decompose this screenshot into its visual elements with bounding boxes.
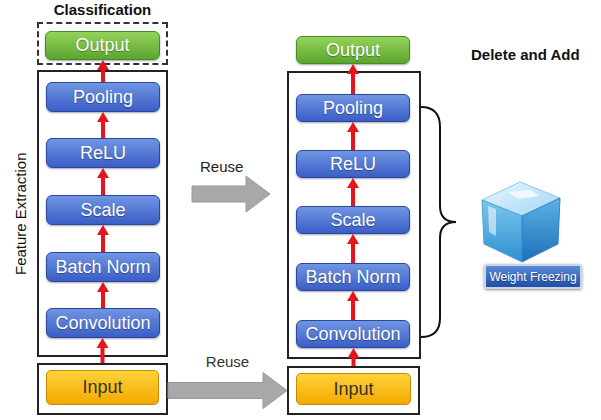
box-label: Scale [47,196,159,224]
cube-highlight [488,206,496,236]
connector [347,122,359,150]
arrow-head [97,168,109,178]
arrow-head [97,112,109,122]
layer-box: Pooling [296,94,410,122]
connector [347,64,359,94]
arrow-label: Reuse [200,158,243,175]
connector-line [101,178,105,195]
box-label: Batch Norm [47,253,159,281]
connector [97,225,109,252]
connector-line [351,132,355,150]
cube-highlight [508,190,540,199]
arrow-head [97,338,109,348]
connector [97,338,109,363]
cube-right [522,198,560,262]
box-label: Pooling [47,83,159,111]
layer-box: Convolution [46,308,160,338]
box-label: Scale [297,207,409,233]
arrow-head [347,122,359,132]
box-label: Batch Norm [297,264,409,290]
box-label: Weight Freezing [486,266,580,287]
group-box: Input [37,363,168,415]
ice-cube [482,182,560,262]
connector-line [351,188,355,206]
connector-line [101,70,105,82]
input-label: Input [46,370,159,405]
connector [97,282,109,308]
connector-line [351,244,355,263]
connector-line [101,292,105,308]
cube-left [482,200,522,262]
arrow-head [97,225,109,235]
layer-box: Scale [296,206,410,234]
box-label: Convolution [297,321,409,347]
badge-box: Weight Freezing [484,264,582,289]
connector [347,291,359,320]
box-label: ReLU [47,139,159,167]
group-box: Input [287,366,420,415]
layer-box: Convolution [296,320,410,348]
connector [347,178,359,206]
output-box: Output [45,31,160,60]
connector [97,168,109,195]
arrow-head [97,282,109,292]
input-label: Input [296,373,411,405]
connector-line [101,348,105,363]
box-label: Pooling [297,95,409,121]
layer-box: ReLU [296,150,410,178]
arrow-label: Reuse [206,353,249,370]
box-label: Output [46,32,159,59]
side-title: Feature Extraction [9,72,31,355]
layer-box: Batch Norm [46,252,160,282]
curly-bracket [421,107,456,337]
arrow-head [347,234,359,244]
connector [348,348,360,366]
box-label: ReLU [297,151,409,177]
group-box: ClassificationOutput [37,22,168,65]
note-text: Delete and Add [471,46,580,63]
reuse-arrow [192,176,270,212]
arrow-head [97,60,109,70]
connector [168,373,287,409]
connector-line [101,235,105,252]
layer-box: Scale [46,195,160,225]
arrow-head [347,178,359,188]
group-frame [288,72,420,358]
connector [97,112,109,138]
output-box: Output [296,36,410,64]
layer-box: Batch Norm [296,263,410,291]
arrow-head [348,348,360,358]
layer-box: Pooling [46,82,160,112]
connector-line [352,358,356,366]
connector [347,234,359,263]
box-label: Convolution [47,309,159,337]
reuse-arrow [168,373,287,409]
arrow-head [347,291,359,301]
connector-line [351,74,355,94]
arrow-head [347,64,359,74]
layer-box: ReLU [46,138,160,168]
connector-line [101,122,105,138]
section-title: Classification [19,1,186,18]
connector-line [351,301,355,320]
box-label: Output [297,37,409,63]
